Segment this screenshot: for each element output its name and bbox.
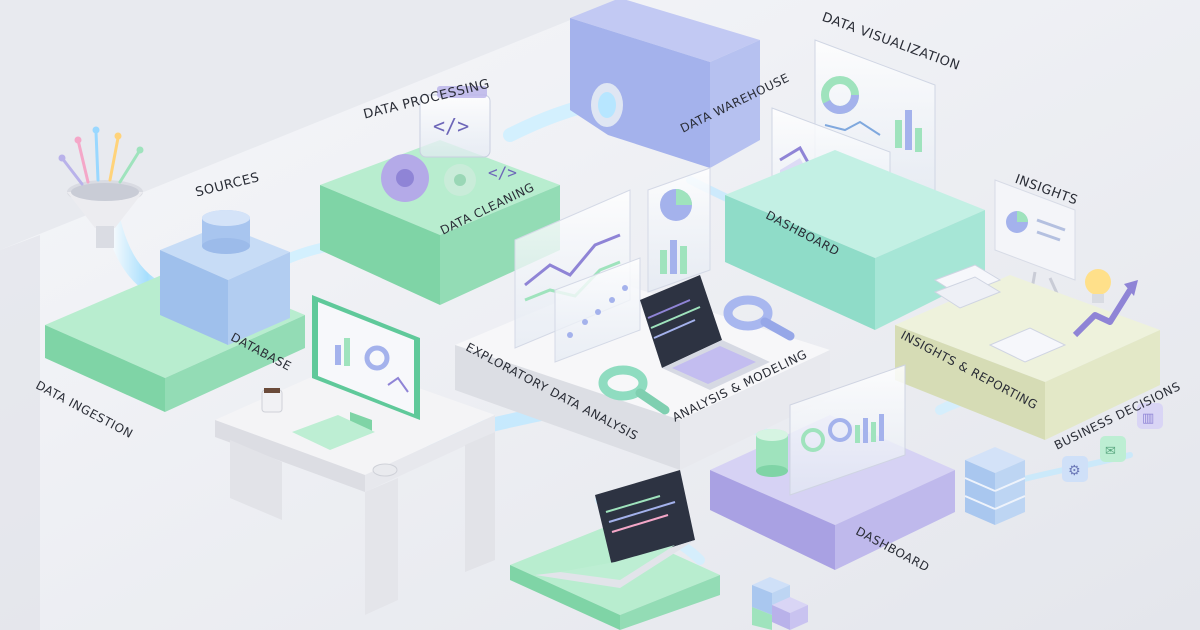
svg-text:⚙: ⚙ <box>1068 463 1081 479</box>
database-cylinder-icon <box>202 210 250 254</box>
svg-text:▥: ▥ <box>1142 411 1154 426</box>
svg-text:✉: ✉ <box>1105 444 1116 459</box>
svg-text:</>: </> <box>433 114 469 138</box>
database-stack-icon <box>756 429 788 477</box>
server-stack-icon <box>965 447 1025 525</box>
svg-text:</>: </> <box>488 163 517 182</box>
